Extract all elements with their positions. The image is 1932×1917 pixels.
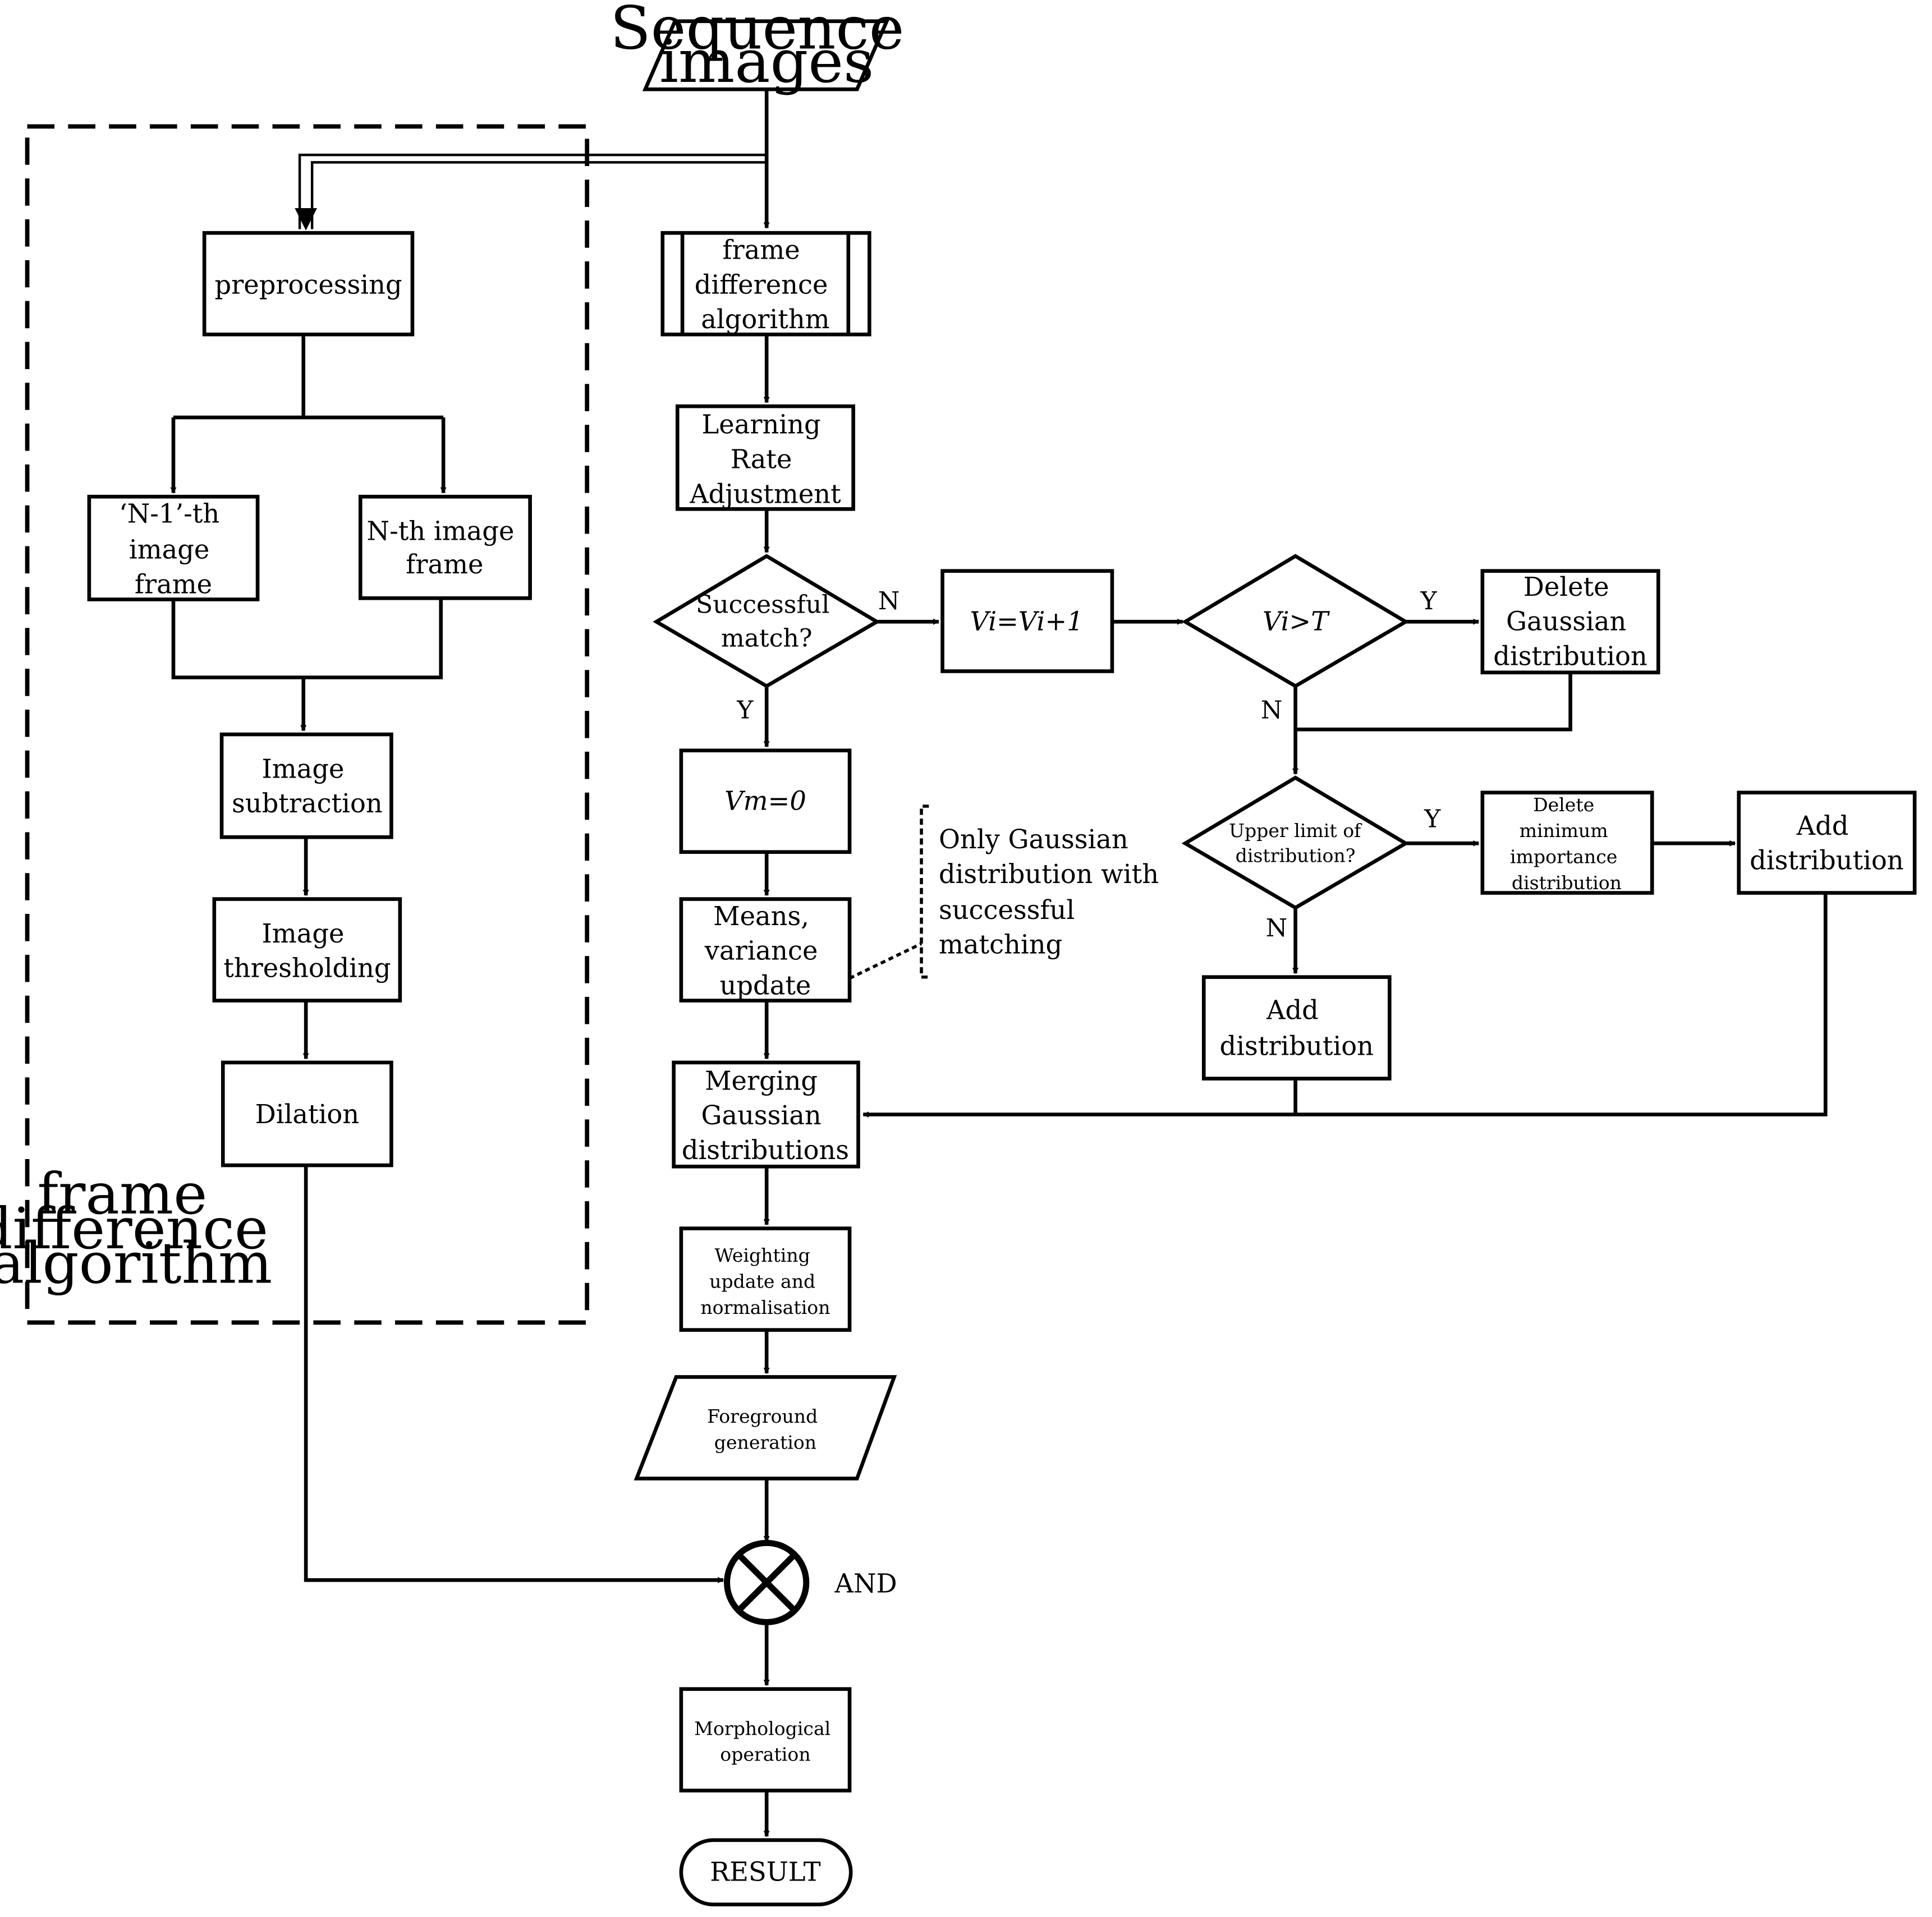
- node-weighting-update: Weighting update and normalisation: [679, 1226, 852, 1332]
- group-label: frame difference algorithm: [0, 1161, 286, 1297]
- node-delete-minimum: Delete minimum importance distribution: [1480, 790, 1654, 895]
- annotation-connector: [848, 942, 923, 980]
- node-upper-limit: Upper limit of distribution?: [1181, 775, 1410, 910]
- edge-delete-to-upper: [1295, 672, 1572, 732]
- svg-text:Sequence images: Sequence images: [610, 0, 923, 96]
- svg-text:Vi=Vi+1: Vi=Vi+1: [970, 606, 1084, 637]
- node-n-frame: N-th image frame: [358, 494, 532, 600]
- node-preprocessing: preprocessing: [202, 231, 415, 337]
- svg-text:Delete minimum imp: Delete minimum importance distribution: [1510, 794, 1623, 894]
- node-image-subtraction: Image subtraction: [219, 732, 393, 839]
- edge-sequence-to-preprocessing: [298, 153, 767, 229]
- node-sequence-images: Sequence images: [610, 0, 923, 96]
- label-upper-no: N: [1266, 914, 1288, 943]
- node-delete-gaussian: Delete Gaussian distribution: [1480, 569, 1660, 674]
- label-match-no: N: [878, 587, 900, 615]
- node-successful-match: Successful match?: [653, 554, 881, 688]
- annotation-text: Only Gaussian distribution with successf…: [939, 824, 1167, 960]
- node-learning-rate-adjustment: Learning Rate Adjustment: [675, 404, 855, 511]
- svg-text:preprocessing: preprocessing: [214, 269, 402, 300]
- edge-add-right-to-merging: [862, 894, 1828, 1118]
- node-merging-gaussian: Merging Gaussian distributions: [672, 1060, 860, 1169]
- svg-text:Add distribution: Add distribution: [1750, 811, 1904, 876]
- label-compare-yes: Y: [1420, 587, 1437, 615]
- frame-difference-group: [25, 124, 590, 1325]
- node-vm-zero: Vm=0: [679, 748, 852, 854]
- svg-text:Vm=0: Vm=0: [724, 786, 806, 816]
- svg-text:N-th image frame: N-th image frame: [367, 516, 523, 580]
- svg-text:Weighting update and: Weighting update and normalisation: [700, 1244, 830, 1318]
- node-frame-difference-algorithm: frame difference algorithm: [660, 231, 871, 337]
- node-and-operator: [724, 1539, 810, 1625]
- svg-text:Delete Gaussian di: Delete Gaussian distribution: [1493, 572, 1648, 672]
- edge-dilation-to-and: [304, 1165, 724, 1583]
- node-result: RESULT: [679, 1838, 853, 1906]
- and-label: AND: [834, 1569, 897, 1599]
- edge-frames-merge: [171, 599, 443, 679]
- arrowhead: [295, 208, 318, 231]
- svg-text:Foreground generation: Foreground generation: [707, 1405, 824, 1453]
- node-n-minus-1-frame: ‘N-1’-th image frame: [87, 494, 260, 601]
- svg-text:RESULT: RESULT: [710, 1857, 820, 1887]
- node-dilation: Dilation: [221, 1060, 393, 1167]
- svg-text:frame difference a: frame difference algorithm: [695, 235, 836, 335]
- svg-text:Successful match?: Successful match?: [696, 591, 837, 653]
- node-vi-greater-than-t: Vi>T: [1181, 554, 1410, 688]
- node-vi-increment: Vi=Vi+1: [940, 569, 1114, 673]
- svg-text:Means, variance up: Means, variance update: [704, 901, 826, 1001]
- label-match-yes: Y: [736, 696, 754, 724]
- svg-text:‘N-1’-th image fra: ‘N-1’-th image frame: [119, 499, 228, 600]
- node-foreground-generation: Foreground generation: [634, 1375, 897, 1481]
- svg-text:Morphological operation: Morphological operation: [694, 1717, 837, 1765]
- svg-text:Dilation: Dilation: [255, 1099, 360, 1129]
- annotation-bracket: [920, 805, 929, 979]
- svg-text:Add distribution: Add distribution: [1220, 995, 1374, 1061]
- node-means-variance-update: Means, variance update: [679, 897, 852, 1003]
- node-image-thresholding: Image thresholding: [212, 897, 402, 1003]
- svg-text:Image subtraction: Image subtraction: [232, 753, 383, 819]
- node-morphological-operation: Morphological operation: [679, 1687, 852, 1792]
- svg-text:Merging Gaussian d: Merging Gaussian distributions: [682, 1065, 849, 1165]
- node-add-distribution-mid: Add distribution: [1201, 975, 1392, 1081]
- svg-text:Upper limit of distribut: Upper limit of distribution?: [1229, 820, 1367, 866]
- label-compare-no: N: [1261, 696, 1283, 724]
- label-upper-yes: Y: [1424, 805, 1441, 834]
- svg-text:Learning Rate Adju: Learning Rate Adjustment: [689, 410, 841, 509]
- node-add-distribution-right: Add distribution: [1737, 790, 1917, 895]
- svg-text:Vi>T: Vi>T: [1263, 606, 1330, 637]
- svg-text:Image thresholding: Image thresholding: [223, 918, 391, 983]
